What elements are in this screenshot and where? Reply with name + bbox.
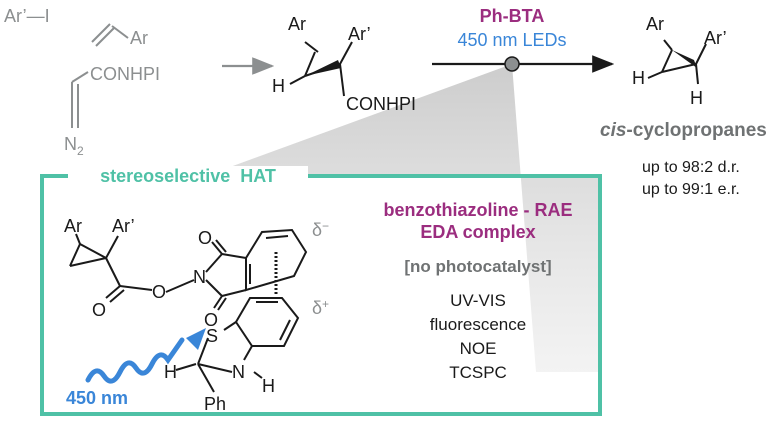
eda-o-top: O: [198, 228, 212, 248]
diazo-conhpi: CONHPI: [90, 64, 160, 84]
eda-n-imide: N: [193, 267, 206, 287]
product-dr: up to 98:2 d.r.: [642, 159, 740, 176]
no-photocatalyst: [no photocatalyst]: [404, 257, 551, 276]
complex-line2: EDA complex: [420, 222, 535, 242]
prod-ar-prime: Ar’: [704, 28, 727, 48]
hat-box-title: stereoselective HAT: [100, 166, 276, 186]
hat-box-title-bg: [68, 166, 308, 188]
int-ar: Ar: [288, 14, 306, 34]
method-1: fluorescence: [430, 315, 526, 334]
eda-h-c: H: [164, 362, 177, 382]
eda-o-ester: O: [152, 282, 166, 302]
method-0: UV-VIS: [450, 291, 506, 310]
product-er: up to 99:1 e.r.: [642, 181, 740, 198]
eda-o-bottom: O: [204, 310, 218, 330]
intermediate-cyclopropane: Ar Ar’ H CONHPI: [272, 14, 416, 114]
zoom-cone: [200, 64, 600, 372]
delta-plus: δ+: [312, 297, 329, 318]
prod-h1: H: [632, 68, 645, 88]
eda-ar-prime: Ar’: [112, 216, 135, 236]
zoom-point: [504, 56, 520, 72]
light-condition: 450 nm LEDs: [457, 30, 566, 50]
int-conhpi: CONHPI: [346, 94, 416, 114]
delta-minus: δ−: [312, 219, 329, 240]
int-ar-prime: Ar’: [348, 24, 371, 44]
prod-h2: H: [690, 88, 703, 108]
eda-ph: Ph: [204, 394, 226, 414]
product-title: cis-cyclopropanes: [600, 120, 767, 141]
light-wave-icon: [85, 337, 185, 384]
eda-structure: [69, 228, 308, 393]
reagents-group: Ar’—I Ar CONHPI N2: [4, 6, 160, 158]
eda-s: S: [206, 326, 218, 346]
aryl-iodide: Ar’—I: [4, 6, 50, 26]
method-2: NOE: [460, 339, 497, 358]
hat-box: [40, 174, 602, 416]
complex-line1: benzothiazoline - RAE: [384, 200, 573, 220]
eda-o-carbonyl: O: [92, 300, 106, 320]
eda-labels: Ar Ar’ O O N O O S N H H Ph: [64, 216, 275, 414]
eda-ar: Ar: [64, 216, 82, 236]
product-cyclopropane: Ar Ar’ H H: [632, 14, 727, 108]
int-h: H: [272, 76, 285, 96]
eda-n-bta: N: [232, 362, 245, 382]
reagent-ph-bta: Ph-BTA: [480, 6, 545, 26]
prod-ar: Ar: [646, 14, 664, 34]
light-label: 450 nm: [66, 388, 128, 408]
diazo-n2: N2: [64, 134, 84, 158]
eda-h-n: H: [262, 376, 275, 396]
method-3: TCSPC: [449, 363, 507, 382]
light-arrowhead-icon: [186, 328, 206, 350]
styrene-ar: Ar: [130, 28, 148, 48]
